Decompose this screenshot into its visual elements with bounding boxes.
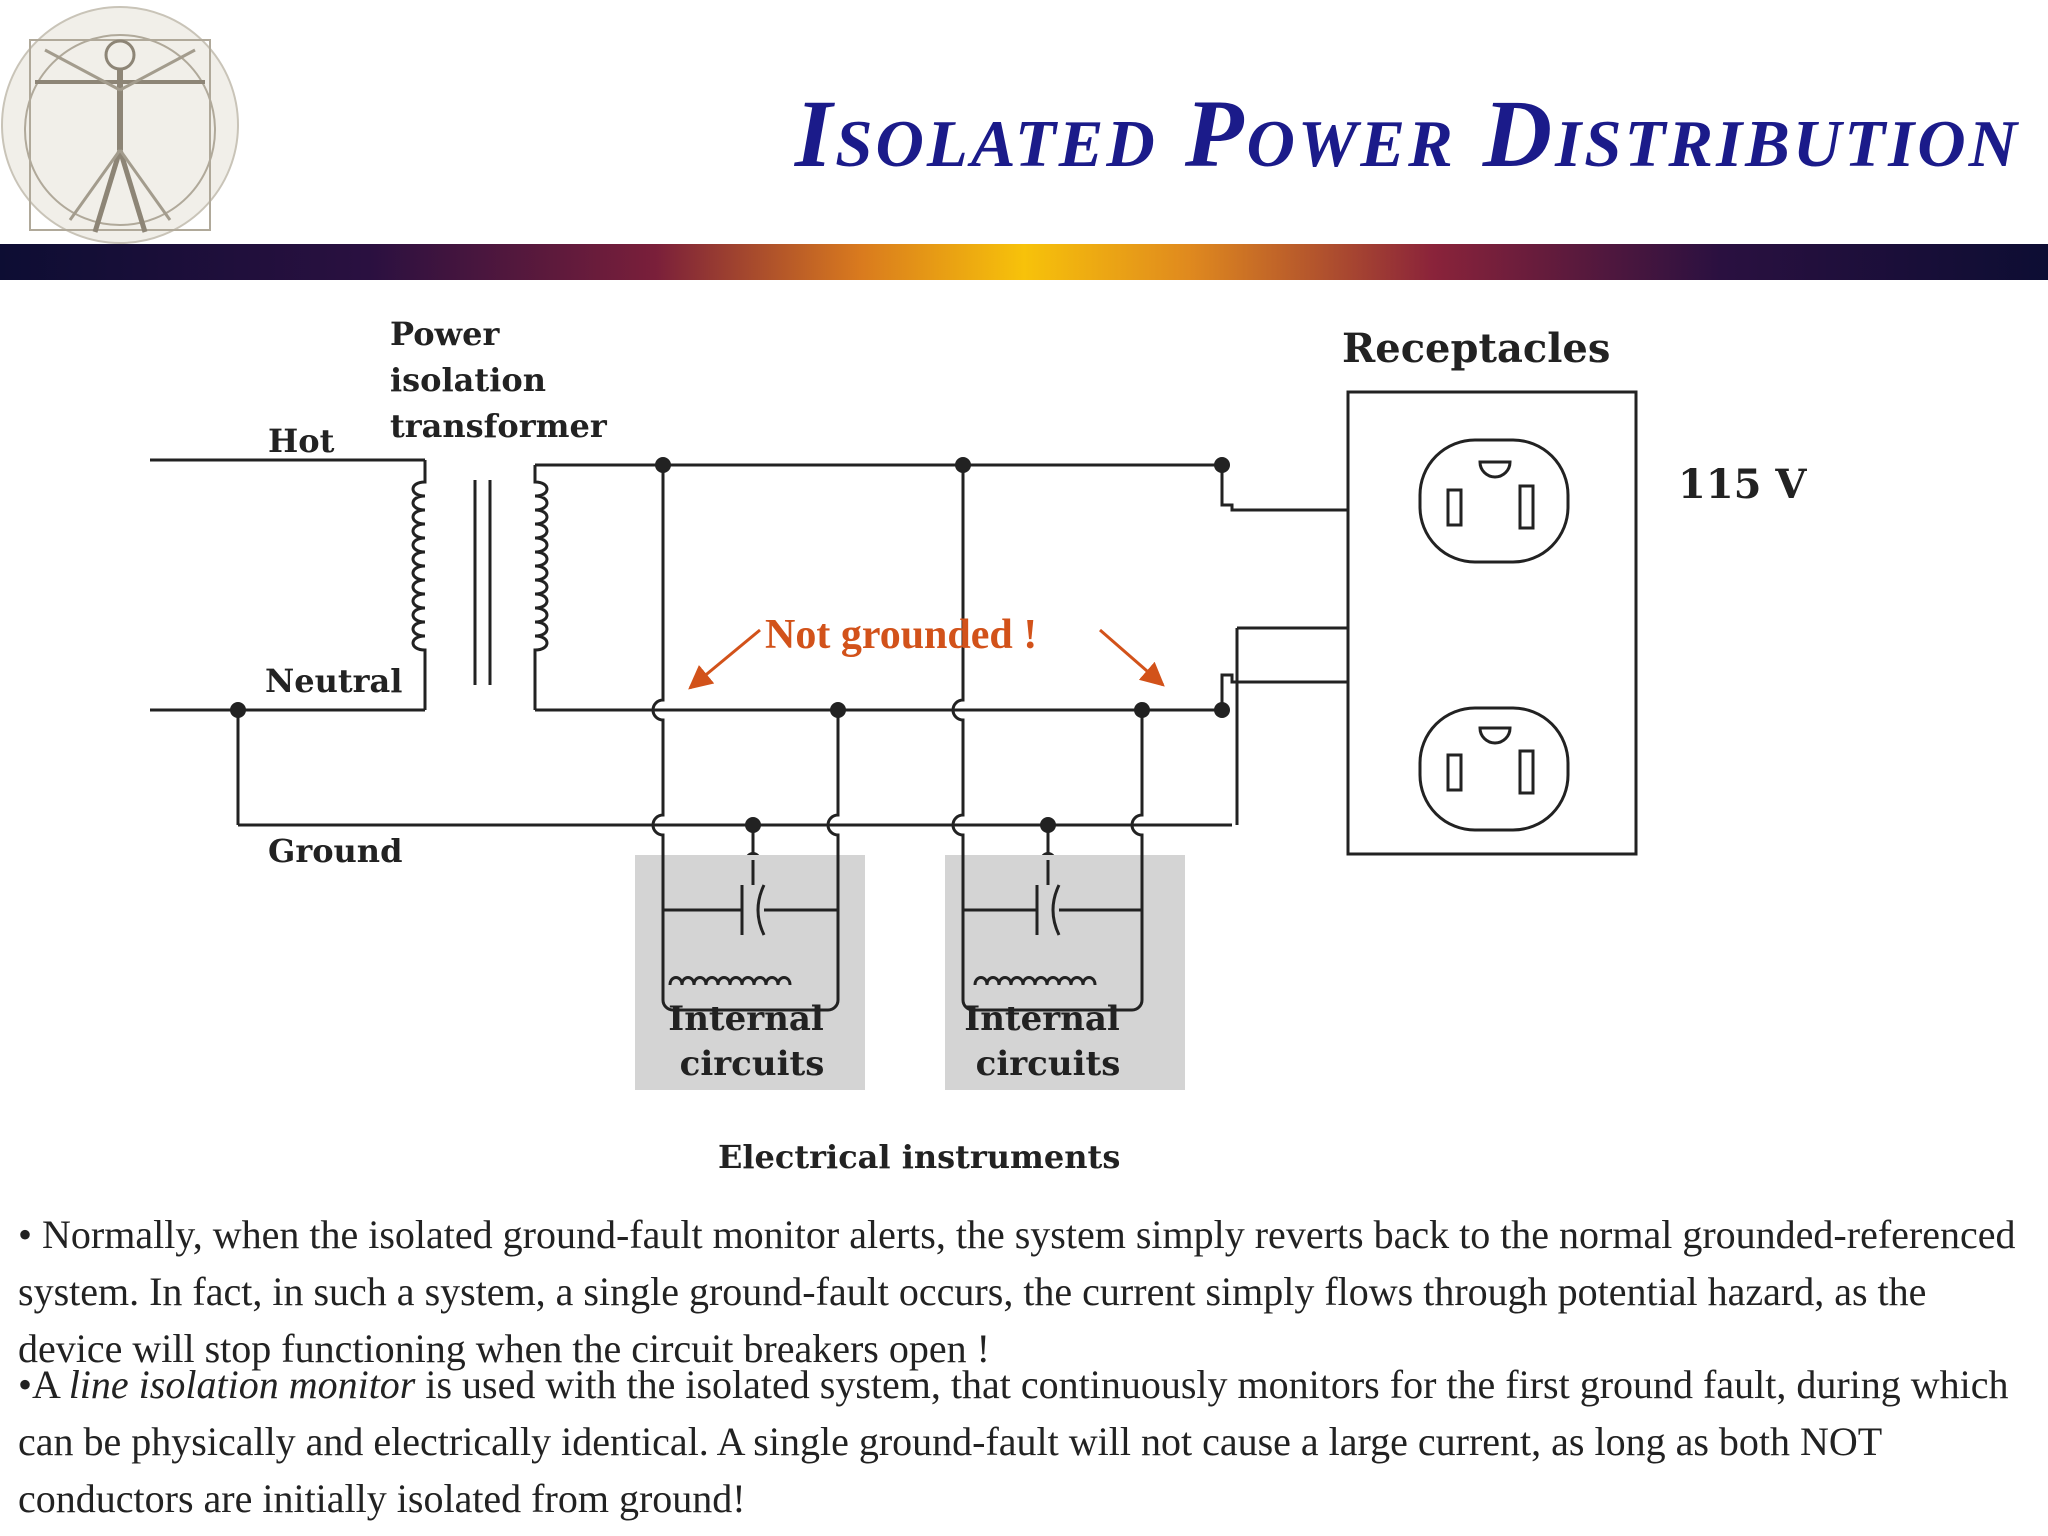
page-title: Isolated Power Distribution (794, 80, 2020, 187)
vitruvian-man-icon (1, 6, 239, 244)
instrument-2 (945, 855, 1185, 1090)
internal-circuits-1-line1: Internal (668, 999, 824, 1039)
receptacles-label: Receptacles (1342, 325, 1610, 372)
neutral-label: Neutral (265, 662, 402, 700)
internal-circuits-label-2: Internal circuits (964, 999, 1131, 1084)
paragraph-2-prefix: •A (18, 1362, 69, 1407)
instrument-1 (635, 855, 865, 1090)
voltage-label: 115 V (1678, 461, 1807, 508)
line-isolation-monitor-term: line isolation monitor (68, 1362, 416, 1407)
internal-circuits-1-line2: circuits (680, 1044, 825, 1084)
receptacle-panel (1346, 390, 1638, 856)
ground-label: Ground (268, 832, 402, 870)
title-divider (0, 244, 2048, 280)
paragraph-2: •A line isolation monitor is used with t… (18, 1356, 2028, 1527)
transformer-label-line1: Power (390, 315, 500, 353)
internal-circuits-2-line1: Internal (964, 999, 1120, 1039)
paragraph-2-text: is used with the isolated system, that c… (18, 1362, 2009, 1521)
hot-label: Hot (268, 422, 335, 460)
not-grounded-note: Not grounded ! (765, 612, 1037, 658)
isolated-power-circuit-diagram: Power isolation transformer Hot Neutral … (150, 315, 1807, 1176)
transformer-label-line2: isolation (390, 361, 546, 399)
instruments-label: Electrical instruments (718, 1138, 1120, 1176)
internal-circuits-label-1: Internal circuits (668, 999, 835, 1084)
paragraph-1: • Normally, when the isolated ground-fau… (18, 1212, 2016, 1371)
transformer-label: Power isolation transformer (390, 315, 608, 445)
internal-circuits-2-line2: circuits (976, 1044, 1121, 1084)
transformer-label-line3: transformer (390, 407, 608, 445)
